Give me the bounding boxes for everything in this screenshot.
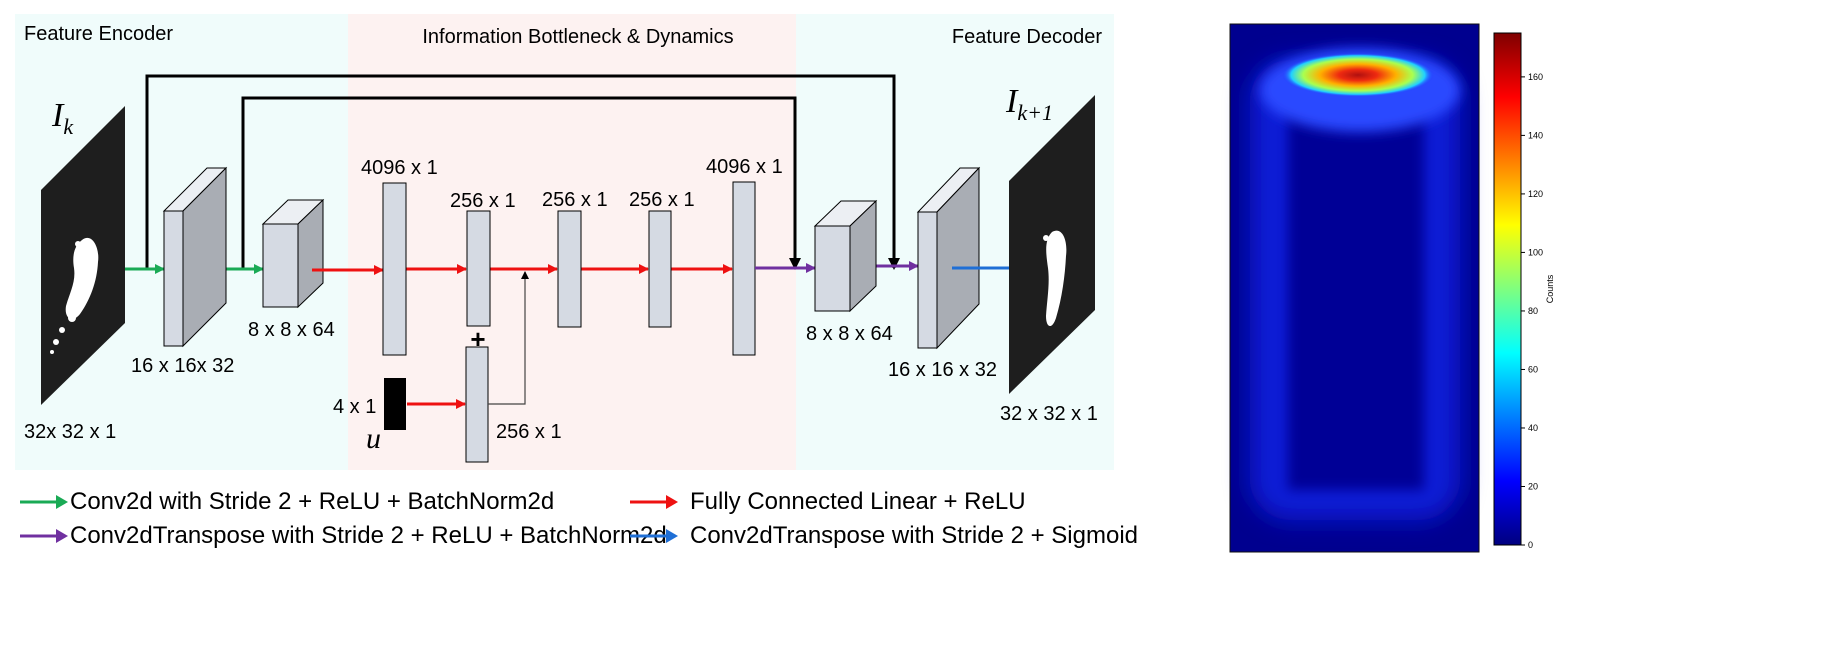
colorbar-tick-label: 60 xyxy=(1528,364,1538,374)
green-arrow-icon xyxy=(20,495,68,509)
addition-connector xyxy=(488,271,529,405)
fc-layer-256-c xyxy=(648,210,672,328)
output-size-label: 32 x 32 x 1 xyxy=(1000,403,1098,425)
control-input xyxy=(384,378,406,430)
fc-layer-256-c-size: 256 x 1 xyxy=(629,189,695,211)
input-symbol: Ik xyxy=(51,97,74,139)
control-input-size: 4 x 1 xyxy=(333,396,376,418)
purple-arrow-icon xyxy=(20,529,68,543)
decoder-title: Feature Decoder xyxy=(952,26,1102,48)
decoder-layer-1 xyxy=(813,199,878,313)
colorbar-tick-label: 80 xyxy=(1528,306,1538,316)
fc-layer-256-a xyxy=(466,210,491,327)
legend-item-red: Fully Connected Linear + ReLU xyxy=(628,484,1026,520)
heatmap xyxy=(1229,23,1480,553)
colorbar: 0 20 40 60 80 100 120 140 160 Counts xyxy=(1493,32,1555,550)
colorbar-tick-label: 100 xyxy=(1528,247,1543,257)
colorbar-tick-label: 140 xyxy=(1528,130,1543,140)
fc-layer-256-b-size: 256 x 1 xyxy=(542,189,608,211)
control-symbol: u xyxy=(366,422,381,455)
legend-item-purple: Conv2dTranspose with Stride 2 + ReLU + B… xyxy=(18,518,667,554)
fc-layer-4096-a xyxy=(382,182,407,356)
bottleneck-title: Information Bottleneck & Dynamics xyxy=(422,26,733,48)
fc-layer-256-b xyxy=(557,210,582,328)
legend-item-green: Conv2d with Stride 2 + ReLU + BatchNorm2… xyxy=(18,484,554,520)
output-symbol: Ik+1 xyxy=(1005,83,1053,125)
skip-connection-inner xyxy=(241,96,801,270)
skip-connection-outer xyxy=(145,74,900,270)
plus-sign: + xyxy=(470,324,485,354)
control-fc-layer xyxy=(465,346,489,463)
legend-red-text: Fully Connected Linear + ReLU xyxy=(690,488,1026,515)
legend-blue-text: Conv2dTranspose with Stride 2 + Sigmoid xyxy=(690,522,1139,549)
decoder-layer-2 xyxy=(916,166,981,350)
encoder-layer-2-size: 8 x 8 x 64 xyxy=(248,319,335,341)
encoder-layer-1-size: 16 x 16x 32 xyxy=(131,355,234,377)
legend: Conv2d with Stride 2 + ReLU + BatchNorm2… xyxy=(18,488,1328,660)
fc-layer-4096-a-size: 4096 x 1 xyxy=(361,157,438,179)
decoder-layer-1-size: 8 x 8 x 64 xyxy=(806,323,893,345)
colorbar-tick-label: 40 xyxy=(1528,423,1538,433)
control-fc-layer-size: 256 x 1 xyxy=(496,421,562,443)
input-image xyxy=(41,106,125,405)
colorbar-label: Counts xyxy=(1545,274,1555,303)
input-size-label: 32x 32 x 1 xyxy=(24,421,116,443)
legend-item-blue: Conv2dTranspose with Stride 2 + Sigmoid xyxy=(628,518,1138,554)
fc-layer-4096-b-size: 4096 x 1 xyxy=(706,156,783,178)
colorbar-tick-label: 160 xyxy=(1528,72,1543,82)
decoder-layer-2-size: 16 x 16 x 32 xyxy=(888,359,997,381)
blue-arrow-icon xyxy=(630,529,678,543)
colorbar-tick-label: 20 xyxy=(1528,481,1538,491)
encoder-layer-2 xyxy=(261,198,325,309)
fc-layer-256-a-size: 256 x 1 xyxy=(450,190,516,212)
output-image xyxy=(1009,95,1095,394)
legend-purple-text: Conv2dTranspose with Stride 2 + ReLU + B… xyxy=(70,522,667,549)
fc-layer-4096-b xyxy=(732,181,756,356)
encoder-title: Feature Encoder xyxy=(24,23,173,45)
legend-green-text: Conv2d with Stride 2 + ReLU + BatchNorm2… xyxy=(70,488,555,515)
red-arrow-icon xyxy=(630,495,678,509)
colorbar-tick-label: 120 xyxy=(1528,189,1543,199)
colorbar-tick-label: 0 xyxy=(1528,540,1533,550)
encoder-layer-1 xyxy=(162,166,228,348)
